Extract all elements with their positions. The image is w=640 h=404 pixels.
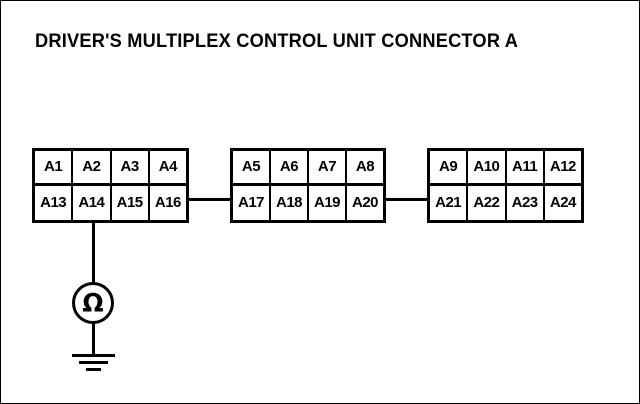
pin-cell-a21[interactable]: A21	[430, 185, 469, 220]
pin-cell-a13[interactable]: A13	[35, 185, 74, 220]
pin-cell-a17[interactable]: A17	[233, 185, 271, 220]
pin-cell-a15[interactable]: A15	[112, 185, 150, 220]
connector-block-3[interactable]: A9 A10 A11 A12 A21 A22 A23 A24	[427, 148, 584, 223]
wire-ohmmeter-to-ground	[92, 323, 95, 355]
pin-cell-a9[interactable]: A9	[430, 151, 469, 183]
pin-cell-a19[interactable]: A19	[309, 185, 347, 220]
page-title: DRIVER'S MULTIPLEX CONTROL UNIT CONNECTO…	[35, 31, 519, 52]
pin-cell-a12[interactable]: A12	[549, 158, 577, 176]
connector-block-2[interactable]: A5 A6 A7 A8 A17 A18 A19 A20	[230, 148, 386, 223]
pin-cell-a2[interactable]: A2	[73, 151, 112, 183]
pin-cell-a4[interactable]: A4	[158, 158, 178, 176]
pin-cell-a1[interactable]: A1	[35, 151, 74, 183]
pin-cell-a23[interactable]: A23	[507, 185, 545, 220]
pin-row-top: A9 A10 A11 A12	[430, 151, 581, 186]
pin-cell-a16[interactable]: A16	[154, 194, 182, 212]
pin-cell-a7[interactable]: A7	[309, 151, 347, 183]
pin-cell-a6[interactable]: A6	[271, 151, 309, 183]
pin-cell-a24[interactable]: A24	[549, 194, 577, 212]
pin-row-bottom: A17 A18 A19 A20	[233, 185, 383, 220]
pin-cell-a10[interactable]: A10	[468, 151, 507, 183]
pin-cell-a11[interactable]: A11	[507, 151, 545, 183]
wire-block1-block2	[187, 198, 232, 201]
ground-bar-bottom	[86, 368, 101, 371]
wire-a14-to-ohmmeter	[92, 222, 95, 284]
pin-cell-a20[interactable]: A20	[351, 194, 379, 212]
ground-icon	[72, 354, 115, 357]
pin-cell-a8[interactable]: A8	[355, 158, 375, 176]
pin-row-top: A1 A2 A3 A4	[35, 151, 186, 186]
pin-cell-a22[interactable]: A22	[468, 185, 507, 220]
pin-cell-a5[interactable]: A5	[233, 151, 271, 183]
wire-block2-block3	[384, 198, 429, 201]
pin-row-bottom: A21 A22 A23 A24	[430, 185, 581, 220]
pin-row-bottom: A13 A14 A15 A16	[35, 185, 186, 220]
ohm-symbol: Ω	[82, 288, 104, 317]
ground-bar-middle	[79, 361, 108, 364]
pin-cell-a18[interactable]: A18	[271, 185, 309, 220]
ohmmeter-icon[interactable]: Ω	[72, 282, 114, 324]
pin-cell-a14[interactable]: A14	[73, 185, 112, 220]
pin-cell-a3[interactable]: A3	[112, 151, 150, 183]
pin-row-top: A5 A6 A7 A8	[233, 151, 383, 186]
connector-block-1[interactable]: A1 A2 A3 A4 A13 A14 A15 A16	[32, 148, 189, 223]
